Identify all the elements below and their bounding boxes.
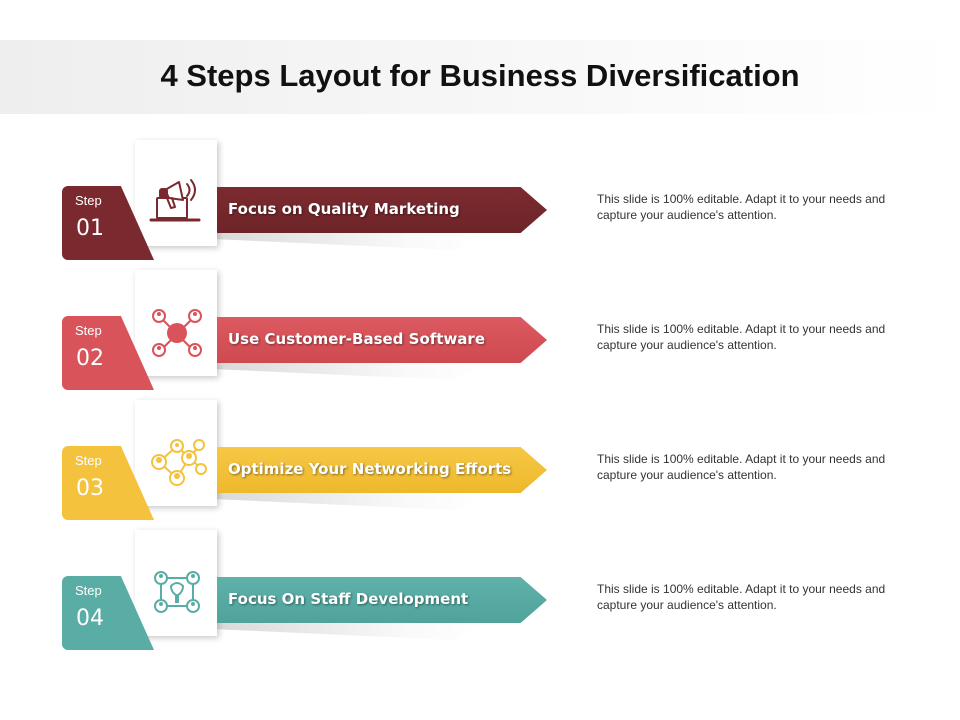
step-description: This slide is 100% editable. Adapt it to… — [597, 192, 886, 222]
step-number: 01 — [76, 216, 104, 241]
ribbon-shadow — [217, 362, 487, 380]
step-ribbon — [217, 447, 547, 493]
ribbon-shadow — [217, 492, 487, 510]
step-description: This slide is 100% editable. Adapt it to… — [597, 452, 886, 482]
step-heading: Focus On Staff Development — [228, 590, 469, 608]
icon-card — [135, 270, 217, 376]
customer-network-icon — [152, 309, 202, 357]
step-ribbon — [217, 577, 547, 623]
staff-development-icon — [154, 571, 200, 613]
step-number: 03 — [76, 476, 104, 501]
megaphone-laptop-icon — [149, 179, 201, 222]
step-heading: Optimize Your Networking Efforts — [228, 460, 512, 478]
step-ribbon — [217, 187, 547, 233]
step-label: Step — [75, 323, 102, 338]
step-row-2: Step 02 Use Customer-Based Software This… — [0, 270, 960, 395]
ribbon-shadow — [217, 622, 487, 640]
icon-card — [135, 400, 217, 506]
step-row-3: Step 03 Optimize Your Networking Efforts… — [0, 400, 960, 525]
title-band — [0, 40, 960, 114]
step-ribbon — [217, 317, 547, 363]
slide-title: 4 Steps Layout for Business Diversificat… — [160, 58, 800, 93]
step-number: 04 — [76, 606, 104, 631]
step-description: This slide is 100% editable. Adapt it to… — [597, 582, 886, 612]
people-network-icon — [151, 439, 207, 486]
step-heading: Focus on Quality Marketing — [228, 200, 460, 218]
ribbon-shadow — [217, 232, 487, 250]
step-label: Step — [75, 453, 102, 468]
step-description: This slide is 100% editable. Adapt it to… — [597, 322, 886, 352]
step-label: Step — [75, 193, 102, 208]
step-row-1: Step 01 Focus on Quality Marketing This … — [0, 140, 960, 265]
step-label: Step — [75, 583, 102, 598]
step-row-4: Step 04 Focus On Staff Development This … — [0, 530, 960, 655]
step-heading: Use Customer-Based Software — [228, 330, 485, 348]
step-number: 02 — [76, 346, 104, 371]
